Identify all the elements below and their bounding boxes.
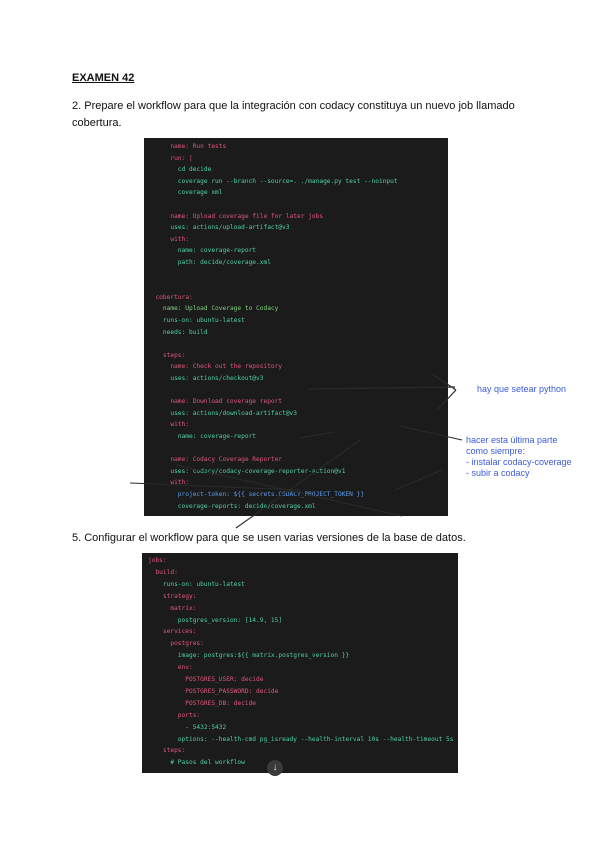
code-line: needs: build [148,328,208,336]
code-line: postgres: [148,640,204,648]
annotation-line: como siempre: [466,446,526,456]
code-line: coverage-reports: decide/coverage.xml [148,502,316,510]
code-line: - 5432:5432 [148,723,227,731]
code-line: uses: codacy/codacy-coverage-reporter-ac… [148,467,346,475]
code-line: cd decide [148,166,212,174]
code-line: postgres_version: [14.9, 15] [148,616,283,624]
code-line: runs-on: ubuntu-latest [148,317,245,324]
code-screenshot-cobertura: name: Run tests run: | cd decide coverag… [144,138,448,516]
code-line: with: [148,479,189,487]
annotation-line: - instalar codacy-coverage [466,457,572,467]
code-line: name: Upload coverage file for later job… [148,212,324,220]
code-line: runs-on: ubuntu-latest [148,580,245,588]
code-line: uses: actions/checkout@v3 [148,375,264,382]
annotation-line: - subir a codacy [466,468,530,478]
code-line: image: postgres:${{ matrix.postgres_vers… [148,652,350,660]
code-screenshot-matrix: jobs: build: runs-on: ubuntu-latest stra… [142,553,458,773]
code-line: name: Download coverage report [148,398,283,406]
code-line: coverage run --branch --source=. ./manag… [148,177,398,185]
code-line: services: [148,628,197,636]
code-line: coverage xml [148,189,223,197]
code-line: env: [148,664,193,672]
code-line: build: [148,568,178,576]
code-line: name: Upload Coverage to Codacy [148,305,279,313]
code-line: POSTGRES_DB: decide [148,699,257,707]
code-line: matrix: [148,604,197,612]
code-line: name: coverage-report [148,433,257,440]
page-title: EXAMEN 42 [72,72,135,84]
annotation-codacy: hacer esta última parte como siempre: - … [466,435,596,479]
code-line: with: [148,421,189,429]
code-line: POSTGRES_USER: decide [148,676,264,683]
code-line: options: --health-cmd pg_isready --healt… [148,735,454,743]
code-line: uses: actions/upload-artifact@v3 [148,224,290,232]
code-line: ports: [148,711,201,719]
code-line: POSTGRES_PASSWORD: decide [148,687,279,695]
code-line: strategy: [148,592,197,600]
code-line: steps: [148,747,186,755]
annotation-set-python: hay que setear python [477,384,567,394]
question-2: 2. Prepare el workflow para que la integ… [72,100,515,129]
code-line: steps: [148,351,186,359]
code-line: name: Codacy Coverage Reporter [148,456,283,464]
code-line: jobs: [148,557,167,564]
code-line: name: Check out the repository [148,363,283,371]
code-line: # Pasos del workflow [148,759,245,767]
code-line: cobertura: [148,293,193,301]
code-line: name: coverage-report [148,247,257,255]
code-line: project-token: ${{ secrets.CODACY_PROJEC… [148,491,365,498]
scroll-down-button[interactable]: ↓ [267,760,283,776]
arrow-down-icon: ↓ [272,762,278,773]
question-5: 5. Configurar el workflow para que se us… [72,532,466,544]
code-line: path: decide/coverage.xml [148,259,271,266]
code-line: uses: actions/download-artifact@v3 [148,409,298,417]
code-line: with: [148,235,189,243]
annotation-line: hacer esta última parte [466,435,558,445]
code-line: name: Run tests [148,143,227,150]
code-line: run: | [148,154,193,162]
